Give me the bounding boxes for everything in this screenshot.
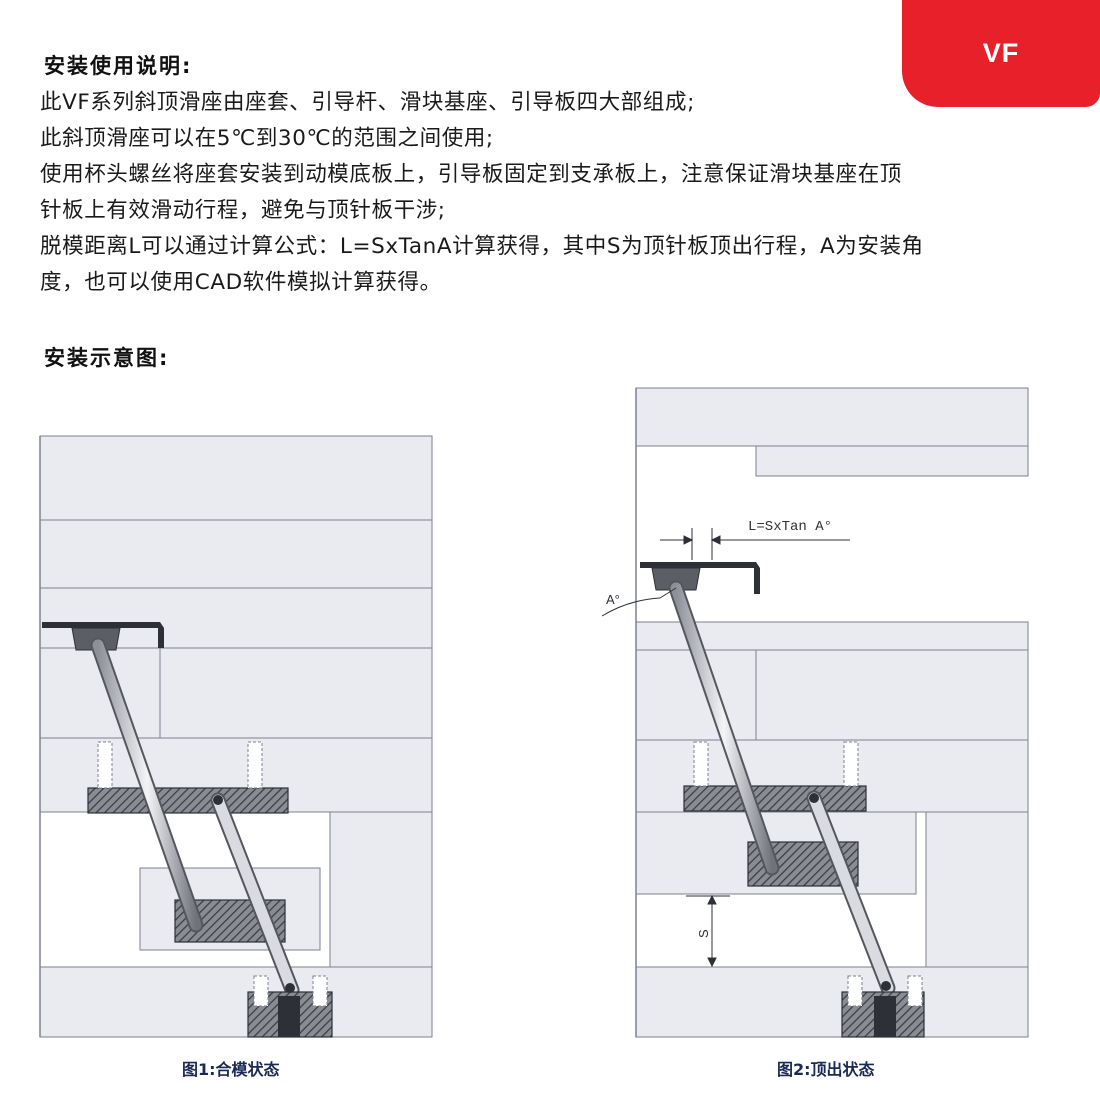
lifter-rod bbox=[670, 582, 778, 874]
screw-icon bbox=[253, 975, 269, 1007]
series-badge: VF bbox=[902, 0, 1100, 107]
instruction-line: 此VF系列斜顶滑座由座套、引导杆、滑块基座、引导板四大部组成; bbox=[40, 90, 695, 115]
diagram-heading: 安装示意图: bbox=[44, 346, 170, 370]
figure1-closed-state-diagram bbox=[39, 435, 433, 1038]
guide-plate bbox=[87, 787, 289, 814]
screw-icon bbox=[843, 741, 859, 787]
formula-label: L=SxTan A° bbox=[748, 519, 832, 535]
figure2-ejected-state-diagram: L=SxTan A° A° S bbox=[601, 387, 1029, 1038]
screw-icon bbox=[97, 741, 113, 789]
guide-rod bbox=[212, 794, 298, 996]
angle-label: A° bbox=[606, 592, 620, 607]
instruction-line: 度，也可以使用CAD软件模拟计算获得。 bbox=[40, 270, 442, 295]
instruction-line: 此斜顶滑座可以在5℃到30℃的范围之间使用; bbox=[40, 126, 494, 151]
screw-icon bbox=[907, 975, 923, 1007]
instructions-heading: 安装使用说明: bbox=[44, 54, 193, 78]
instruction-line: 针板上有效滑动行程，避免与顶针板干涉; bbox=[40, 198, 446, 223]
figure1-caption: 图1:合模状态 bbox=[182, 1060, 280, 1079]
stroke-label: S bbox=[696, 929, 711, 938]
instructions-text: 此VF系列斜顶滑座由座套、引导杆、滑块基座、引导板四大部组成; 此斜顶滑座可以在… bbox=[40, 85, 1060, 301]
screw-icon bbox=[247, 741, 263, 789]
series-badge-label: VF bbox=[982, 38, 1020, 68]
screw-icon bbox=[312, 975, 328, 1007]
instruction-line: 脱模距离L可以通过计算公式：L=SxTanA计算获得，其中S为顶针板顶出行程，A… bbox=[40, 234, 924, 259]
clamp-plate bbox=[635, 966, 1029, 1038]
instruction-line: 使用杯头螺丝将座套安装到动模底板上，引导板固定到支承板上，注意保证滑块基座在顶 bbox=[40, 162, 902, 187]
clamp-plate bbox=[39, 966, 433, 1038]
screw-icon bbox=[693, 741, 709, 787]
fixed-plate bbox=[39, 435, 433, 521]
fixed-plate bbox=[635, 387, 1029, 447]
lifter-rod bbox=[92, 639, 202, 931]
screw-icon bbox=[847, 975, 863, 1007]
guide-plate bbox=[683, 785, 867, 812]
figure2-caption: 图2:顶出状态 bbox=[777, 1060, 875, 1079]
guide-rod bbox=[808, 792, 894, 994]
cavity-plate bbox=[39, 519, 433, 589]
